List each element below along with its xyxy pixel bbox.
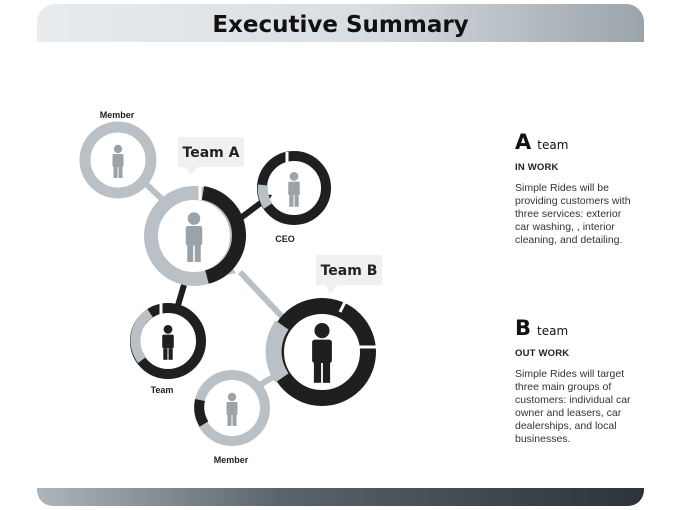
title-bar: Executive Summary (37, 4, 644, 42)
team-a-callout: Team A (178, 137, 244, 175)
team-b-label: Team B (321, 263, 378, 279)
member-bottom-label: Member (214, 455, 249, 465)
panel-a-letter: A (515, 130, 532, 154)
person-icon (312, 323, 332, 383)
team-b-callout: Team B (316, 255, 382, 294)
panel-a-subtitle: IN WORK (515, 162, 559, 173)
node-ceo (257, 151, 331, 225)
node-member-top (79, 121, 157, 199)
member-top-label: Member (100, 110, 135, 120)
team-a-label: Team A (183, 145, 240, 161)
panel-a-body: Simple Rides will be providing customers… (515, 182, 631, 246)
node-member-bottom (194, 370, 270, 446)
panel-b-subtitle: OUT WORK (515, 348, 570, 359)
person-icon (226, 392, 238, 426)
node-team (130, 302, 206, 379)
page-title: Executive Summary (212, 12, 469, 38)
footer-bar (37, 488, 644, 506)
panel-b-letter: B (515, 316, 532, 340)
panel-b-word: team (537, 324, 569, 338)
person-icon (288, 171, 300, 207)
node-team-b (265, 298, 376, 406)
person-icon (112, 144, 124, 178)
person-icon (162, 324, 174, 360)
ceo-label: CEO (275, 234, 295, 244)
team-label: Team (151, 385, 174, 395)
connector-teama-teamb (237, 269, 288, 323)
panel-b-body: Simple Rides will target three main grou… (515, 368, 631, 445)
panel-a-word: team (537, 138, 569, 152)
node-team-a (144, 185, 246, 286)
person-icon (185, 212, 203, 262)
